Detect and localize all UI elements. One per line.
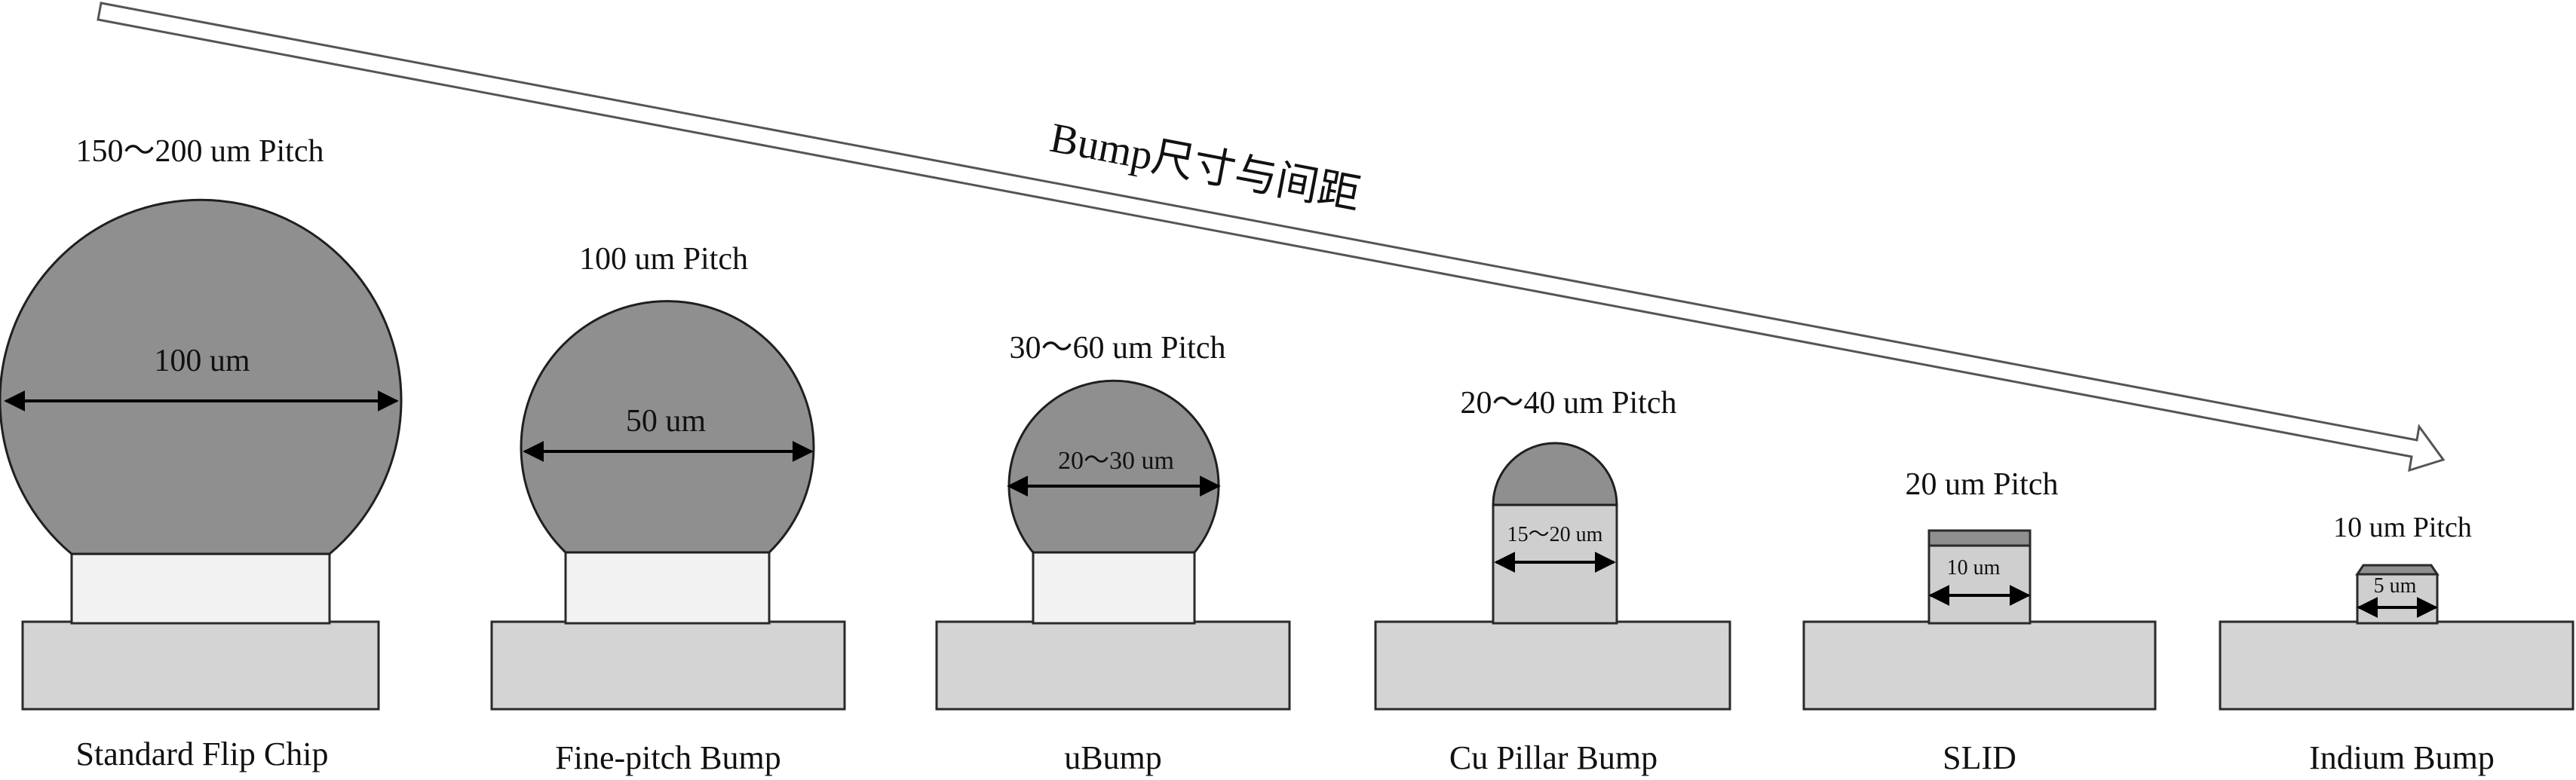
bump-size-label: 10 um [1947,556,2001,580]
bump-cu-pillar: 15～20 um 20～40 um Pitch Cu Pillar Bump [1374,386,1731,776]
pitch-label: 20～40 um Pitch [1460,386,1676,421]
bump-size-label: 15～20 um [1507,523,1603,546]
substrate [1802,620,2157,711]
solder-cap [1492,442,1618,506]
pitch-label: 100 um Pitch [579,242,748,277]
bump-ubump: 20～30 um 30～60 um Pitch uBump [935,331,1291,776]
ubm-pad [70,552,331,625]
bump-fine-pitch: 50 um 100 um Pitch Fine-pitch Bump [490,242,846,776]
pitch-label: 30～60 um Pitch [1009,331,1225,366]
bump-type-label: Cu Pillar Bump [1449,739,1658,776]
bump-type-label: Indium Bump [2309,739,2495,776]
bump-size-label: 50 um [626,404,707,439]
bump-standard-flip-chip: 100 um 150～200 um Pitch Standard Flip Ch… [0,134,403,772]
bump-slid: 10 um 20 um Pitch SLID [1802,467,2157,776]
bump-indium: 5 um 10 um Pitch Indium Bump [2219,512,2574,776]
ubm-pad [1032,551,1196,625]
solder-ball [0,198,403,555]
bump-size-label: 100 um [154,344,250,378]
bump-type-label: uBump [1064,739,1162,776]
ubm-pad [564,551,771,625]
bump-type-label: SLID [1943,739,2016,776]
pitch-label: 150～200 um Pitch [75,134,324,169]
bump-type-label: Fine-pitch Bump [555,739,780,776]
pitch-label: 10 um Pitch [2333,512,2472,543]
substrate [21,620,380,711]
bump-type-label: Standard Flip Chip [76,736,329,772]
substrate [935,620,1291,711]
substrate [1374,620,1731,711]
pitch-label: 20 um Pitch [1905,467,2058,502]
bump-size-label: 5 um [2374,574,2417,598]
substrate [490,620,846,711]
cap-layer [2355,564,2440,576]
trend-arrow [97,2,2446,473]
bump-size-label: 20～30 um [1058,447,1174,475]
cap-layer [1927,529,2032,547]
substrate [2219,620,2574,711]
